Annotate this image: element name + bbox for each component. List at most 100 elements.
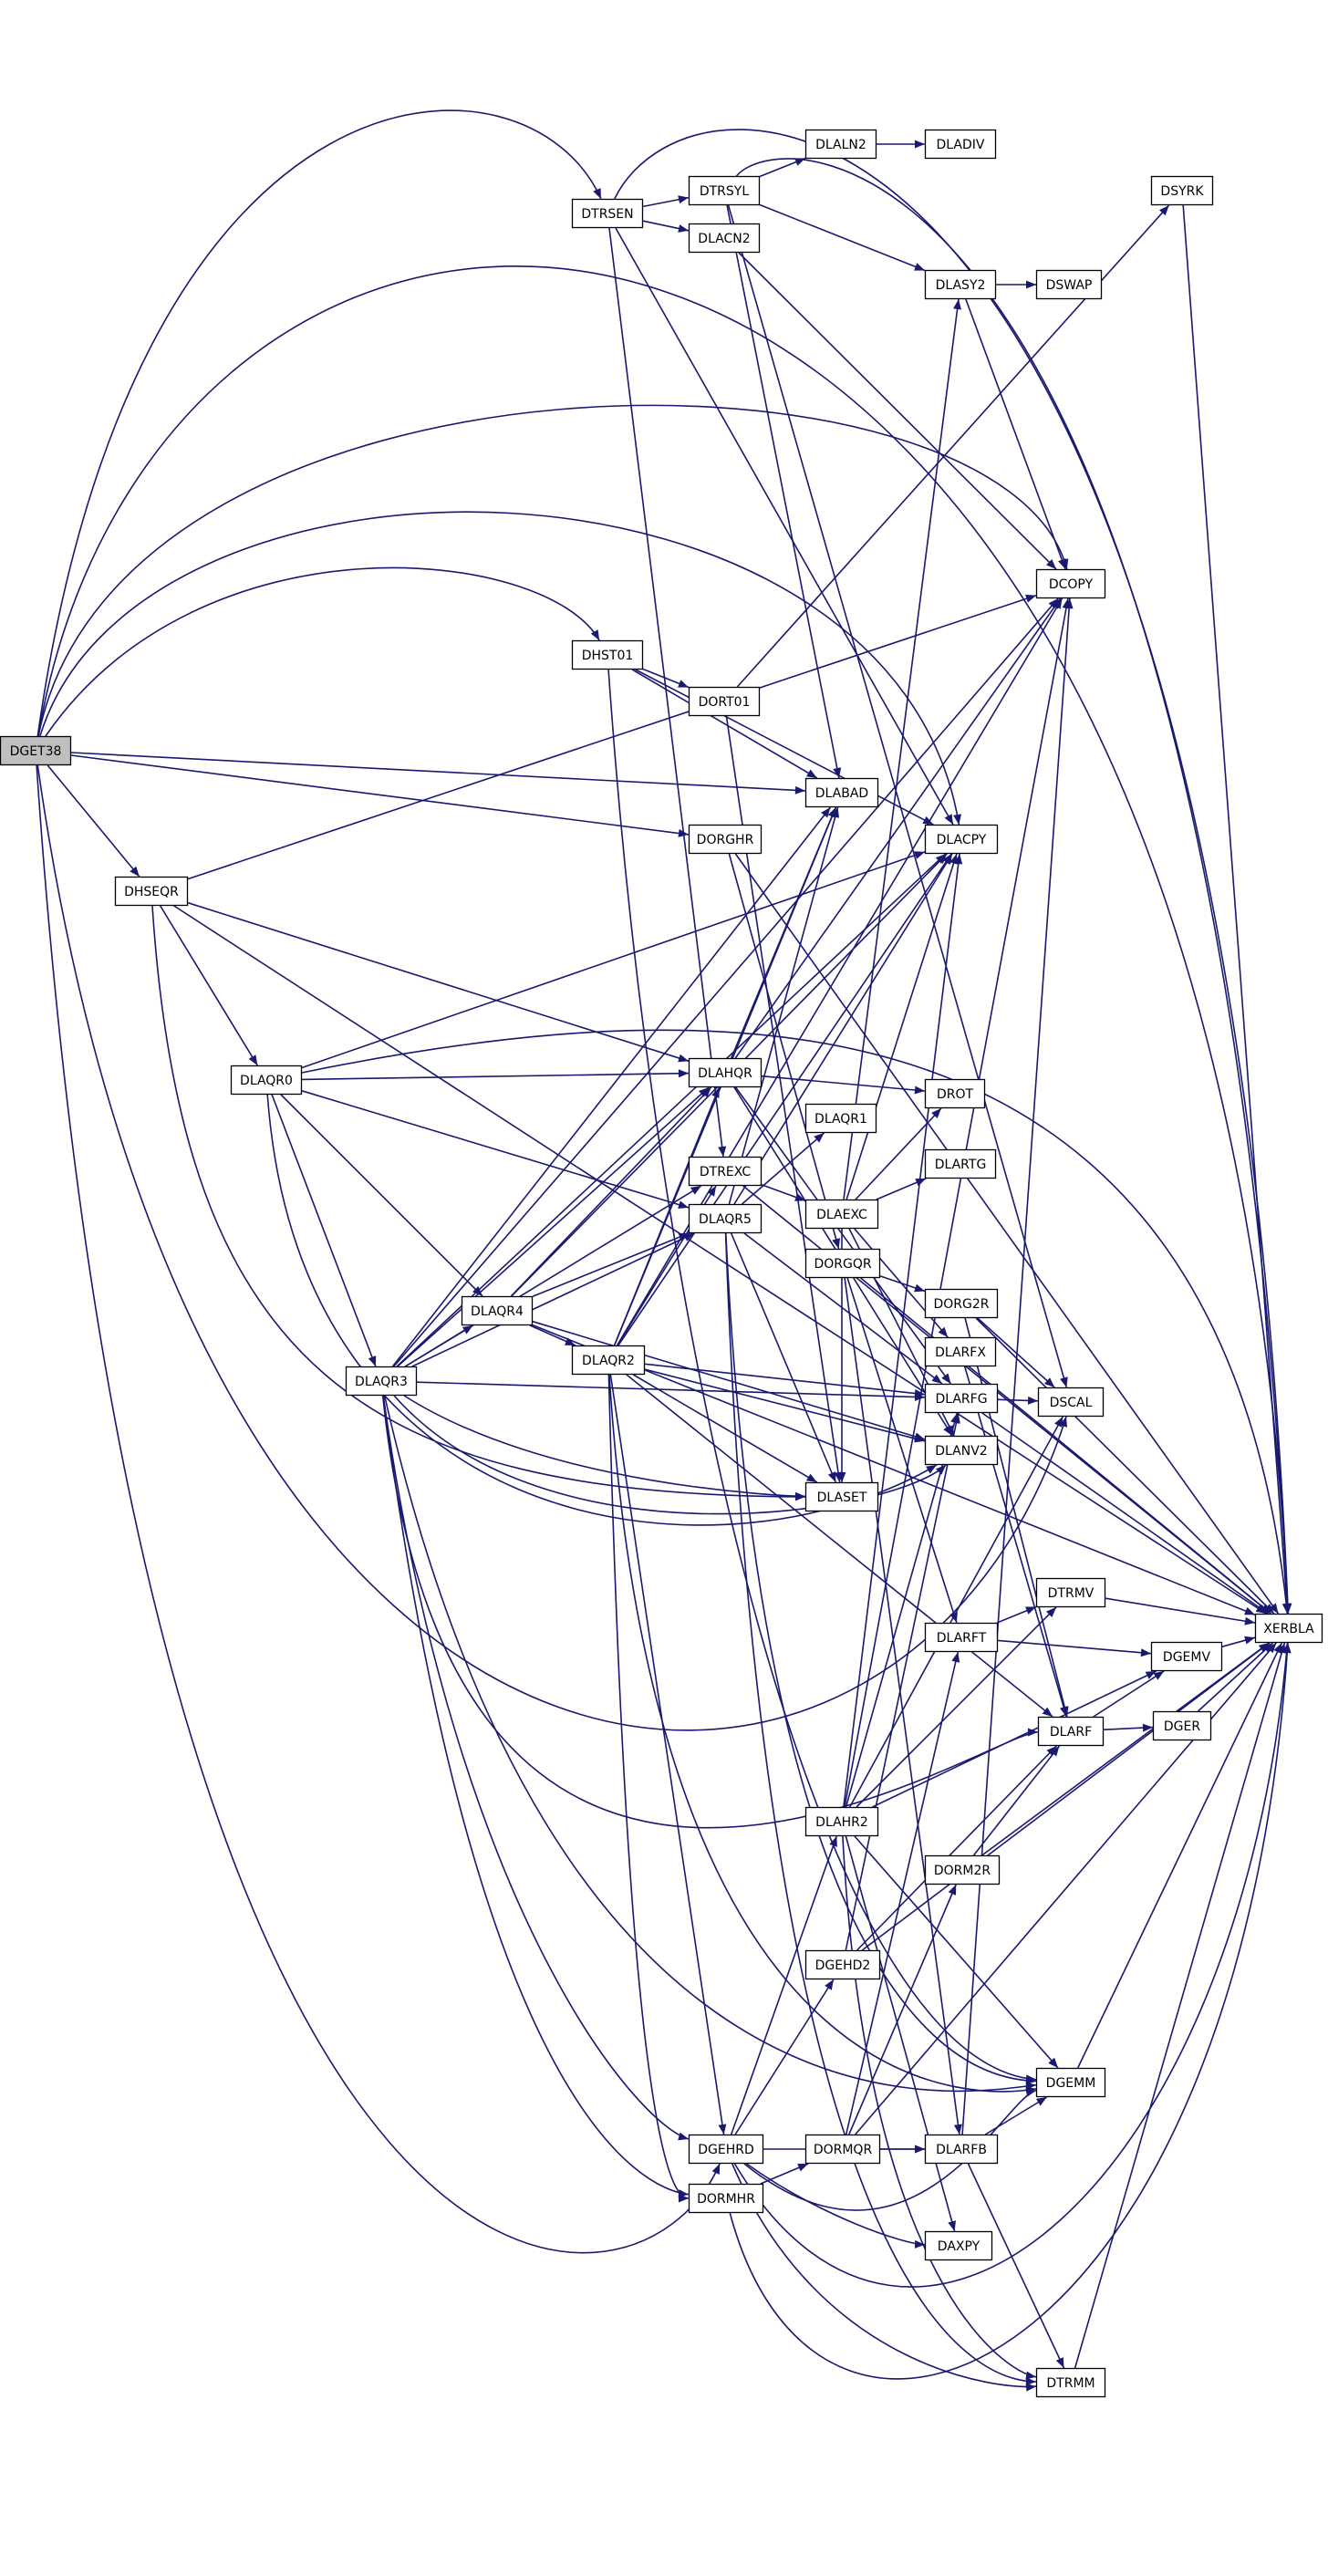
edge-dlaqr0-to-xerbla [301,1029,1289,1615]
arrowhead-dlaqr0-to-dlahqr [678,1069,689,1078]
node-drot[interactable]: DROT [924,1078,986,1109]
arrowhead-dhst01-to-dlacpy [922,815,934,825]
edge-dget38-to-dcopy [37,404,1068,737]
node-dlarf[interactable]: DLARF [1037,1716,1105,1747]
node-dtrsyl[interactable]: DTRSYL [688,175,761,206]
edge-dorghr-to-xerbla [734,853,1280,1615]
node-dlacpy[interactable]: DLACPY [924,824,999,855]
node-dsyrk[interactable]: DSYRK [1150,175,1214,206]
node-label: DLACPY [937,833,987,847]
node-dorgqr[interactable]: DORGQR [804,1248,881,1279]
arrowhead-dtrsen-to-dtrsyl [678,195,689,204]
node-dlaqr1[interactable]: DLAQR1 [804,1103,877,1134]
arrowhead-dget38-to-dhst01 [590,629,600,640]
node-dgemm[interactable]: DGEMM [1035,2067,1106,2098]
node-label: DLALN2 [815,138,866,152]
arrowhead-dget38-to-dtrsen [593,188,601,199]
node-label: DSWAP [1046,278,1093,293]
arrowhead-dlahr2-to-dgemv [1145,1671,1157,1679]
node-dorg2r[interactable]: DORG2R [924,1288,999,1319]
node-label: DTREXC [700,1165,751,1179]
node-box [924,1336,997,1367]
node-dlahqr[interactable]: DLAHQR [688,1057,763,1088]
node-label: DORT01 [699,695,751,710]
node-dlarfg[interactable]: DLARFG [924,1383,999,1414]
arrowhead-dget38-to-dlabad [794,785,805,795]
node-dlaqr5[interactable]: DLAQR5 [688,1203,763,1234]
node-dhst01[interactable]: DHST01 [571,639,644,670]
node-dlaqr0[interactable]: DLAQR0 [230,1065,303,1096]
arrowhead-dorg2r-to-dscal [1044,1377,1055,1387]
arrowhead-dgehrd-to-daxpy [914,2239,925,2249]
node-dlasy2[interactable]: DLASY2 [924,269,997,300]
node-box [688,1203,763,1234]
arrowhead-dgehd2-to-dlarf [1046,1746,1057,1756]
node-box [688,686,761,717]
node-dormhr[interactable]: DORMHR [688,2183,764,2214]
node-dhseqr[interactable]: DHSEQR [114,876,189,907]
edge-dlarfg-to-xerbla [981,1412,1269,1615]
arrowhead-dort01-to-dsyrk [1159,205,1169,216]
node-dlaqr4[interactable]: DLAQR4 [461,1295,534,1326]
node-dlacn2[interactable]: DLACN2 [688,223,761,254]
node-dcopy[interactable]: DCOPY [1035,568,1106,599]
node-dlaset[interactable]: DLASET [804,1481,879,1512]
node-dtrexc[interactable]: DTREXC [688,1156,763,1187]
node-dlarfb[interactable]: DLARFB [924,2134,999,2165]
node-dgehrd[interactable]: DGEHRD [688,2134,764,2165]
node-daxpy[interactable]: DAXPY [924,2230,993,2261]
node-box [571,639,644,670]
edge-dorg2r-to-dlarf [964,1317,1068,1718]
node-dswap[interactable]: DSWAP [1035,269,1103,300]
node-dlabad[interactable]: DLABAD [804,777,879,808]
node-dlanv2[interactable]: DLANV2 [924,1435,999,1466]
node-label: DLARTG [935,1158,987,1172]
arrowhead-dtrexc-to-dlaexc [794,1193,805,1201]
edge-dlaqr4-to-dlahqr [510,1086,712,1297]
node-dort01[interactable]: DORT01 [688,686,761,717]
node-label: DGET38 [10,744,62,759]
node-dorghr[interactable]: DORGHR [688,824,763,855]
node-dlaexc[interactable]: DLAEXC [804,1199,879,1230]
node-xerbla[interactable]: XERBLA [1254,1613,1323,1644]
arrowhead-dtrsen-to-dlacpy [944,814,953,825]
node-dger[interactable]: DGER [1152,1710,1212,1741]
edge-dlaqr0-to-dlahqr [301,1072,690,1081]
node-dormqr[interactable]: DORMQR [804,2134,881,2165]
node-label: DAXPY [938,2239,980,2254]
node-dlaqr3[interactable]: DLAQR3 [345,1366,418,1397]
node-dlartg[interactable]: DLARTG [924,1148,997,1179]
arrowhead-dlaqr3-to-dgehrd [678,2132,689,2141]
arrowhead-dlaqr0-to-dlaqr3 [368,1356,377,1366]
node-dorm2r[interactable]: DORM2R [924,1854,1001,1885]
node-dtrmm[interactable]: DTRMM [1035,2367,1106,2398]
node-dscal[interactable]: DSCAL [1037,1387,1105,1418]
edge-dlaqr0-to-dlaqr5 [301,1090,690,1209]
node-dlaqr2[interactable]: DLAQR2 [571,1345,646,1376]
node-label: DORMQR [814,2143,873,2157]
node-label: DLAEXC [816,1208,867,1222]
edge-dhseqr-to-xerbla [173,905,1267,1615]
arrowhead-dlarft-to-dtrmv [1025,1606,1036,1615]
node-dget38[interactable]: DGET38 [0,735,72,766]
edge-dlaqr4-to-xerbla [532,1324,1256,1615]
node-dtrsen[interactable]: DTRSEN [571,198,644,229]
node-box [1037,1716,1105,1747]
arrowhead-dlaqr2-to-dlabad [828,807,836,818]
arrowhead-dlahr2-to-dscal [1054,1417,1063,1428]
node-dgehd2[interactable]: DGEHD2 [804,1949,881,1980]
edge-dlahr2-to-dscal [848,1416,1064,1808]
node-dladiv[interactable]: DLADIV [924,129,997,160]
node-dlahr2[interactable]: DLAHR2 [804,1806,879,1837]
node-dlarft[interactable]: DLARFT [924,1622,999,1653]
edge-dlaqr3-to-dlabad [391,806,832,1367]
node-label: DLAHQR [698,1066,752,1081]
node-dgemv[interactable]: DGEMV [1150,1641,1223,1672]
node-dlaln2[interactable]: DLALN2 [804,129,877,160]
node-dtrmv[interactable]: DTRMV [1035,1577,1106,1608]
edge-dlarf-to-dgemv [1093,1670,1165,1718]
node-dlarfx[interactable]: DLARFX [924,1336,997,1367]
node-box [804,1199,879,1230]
node-box [924,1383,999,1414]
node-box [804,129,877,160]
